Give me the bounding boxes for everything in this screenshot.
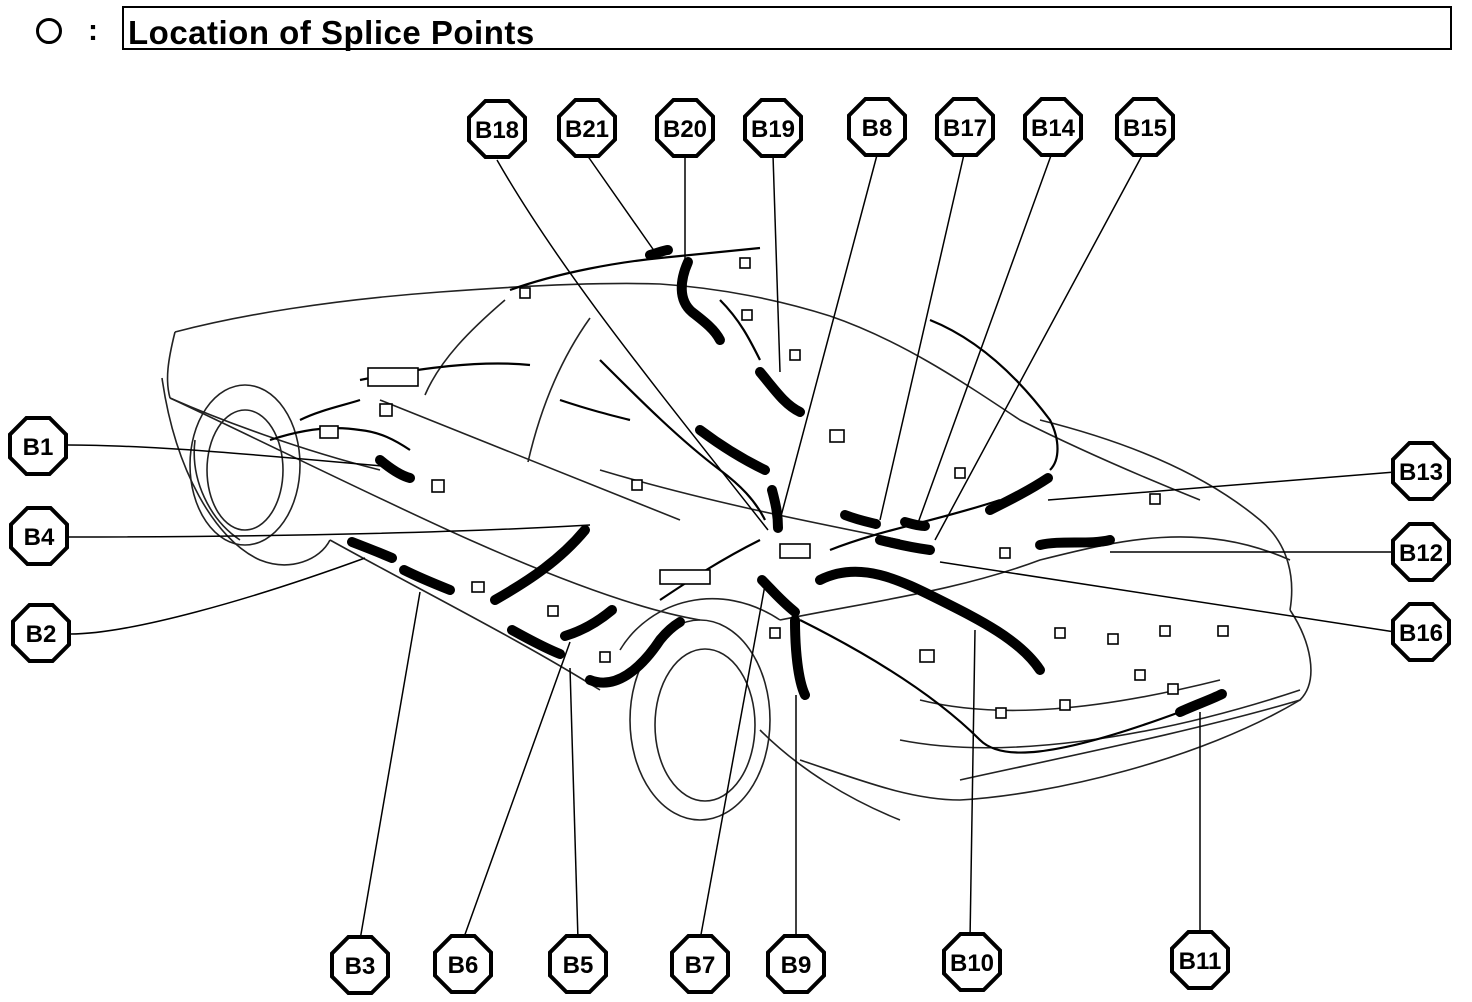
label-b9-text: B9 [781, 952, 812, 979]
label-b15: B15 [1115, 97, 1175, 157]
label-b8: B8 [847, 97, 907, 157]
label-b5-text: B5 [563, 952, 594, 979]
leader-lines [67, 149, 1396, 941]
label-b9: B9 [766, 934, 826, 994]
label-b11-text: B11 [1179, 948, 1222, 975]
label-b7-text: B7 [685, 952, 716, 979]
label-b10: B10 [942, 932, 1002, 992]
label-b2: B2 [11, 603, 71, 663]
label-b10-text: B10 [950, 950, 994, 977]
label-b13: B13 [1391, 441, 1451, 501]
label-b15-text: B15 [1123, 115, 1167, 142]
label-b3: B3 [330, 935, 390, 995]
label-b1: B1 [8, 416, 68, 476]
label-b13-text: B13 [1399, 459, 1443, 486]
label-b17-text: B17 [943, 115, 987, 142]
header-title-box [122, 6, 1452, 50]
label-b21: B21 [557, 98, 617, 158]
label-b19: B19 [743, 98, 803, 158]
label-b18-text: B18 [475, 117, 519, 144]
label-b6-text: B6 [448, 952, 479, 979]
label-b2-text: B2 [26, 621, 57, 648]
label-b7: B7 [670, 934, 730, 994]
label-b11: B11 [1170, 930, 1230, 990]
label-b6: B6 [433, 934, 493, 994]
label-b1-text: B1 [23, 434, 54, 461]
label-b18: B18 [467, 99, 527, 159]
label-b17: B17 [935, 97, 995, 157]
label-b20-text: B20 [663, 116, 707, 143]
page-header: : Location of Splice Points [22, 6, 1452, 52]
label-b12-text: B12 [1399, 540, 1443, 567]
label-b8-text: B8 [862, 115, 893, 142]
label-b14: B14 [1023, 97, 1083, 157]
connectors [319, 257, 1229, 719]
circle-outline-icon [36, 18, 62, 44]
label-b12: B12 [1391, 522, 1451, 582]
label-b3-text: B3 [345, 953, 376, 980]
page-title: Location of Splice Points [128, 14, 535, 51]
wire-harness [269, 245, 1227, 754]
label-b16-text: B16 [1399, 620, 1443, 647]
label-b16: B16 [1391, 602, 1451, 662]
label-b19-text: B19 [751, 116, 795, 143]
label-b4: B4 [9, 506, 69, 566]
label-b14-text: B14 [1031, 115, 1076, 142]
label-b20: B20 [655, 98, 715, 158]
label-b4-text: B4 [24, 524, 55, 551]
label-b5: B5 [548, 934, 608, 994]
splice-labels: B1 B2 B3 B4 B5 B6 B7 B8 [8, 97, 1451, 995]
header-separator: : [88, 14, 98, 47]
label-b21-text: B21 [565, 116, 609, 143]
